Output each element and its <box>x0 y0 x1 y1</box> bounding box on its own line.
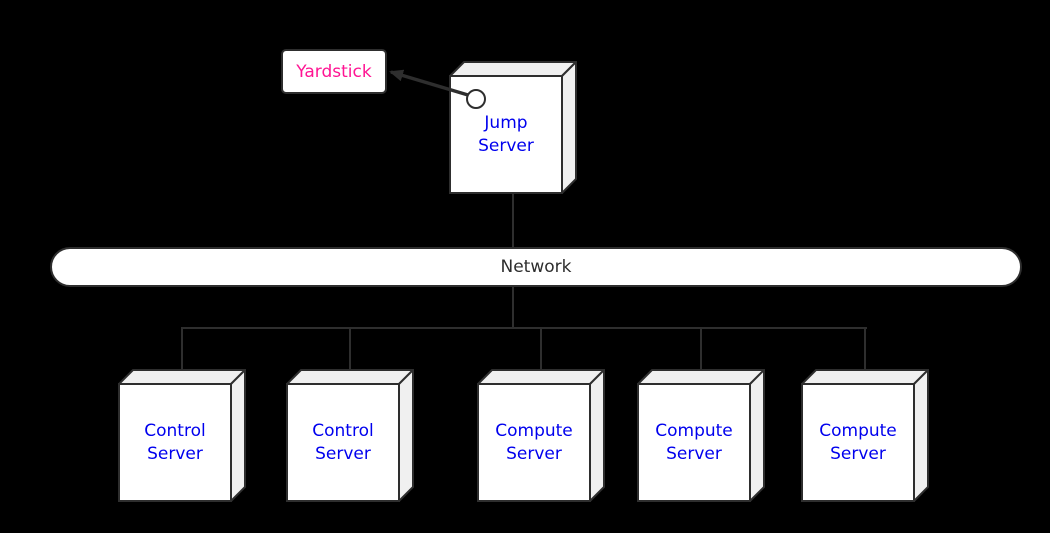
network-label: Network <box>500 257 572 277</box>
cube-right-face <box>398 369 414 502</box>
server-label: Compute Server <box>655 421 733 464</box>
cube-shape <box>801 369 929 502</box>
cube-right-face <box>230 369 246 502</box>
control-server-node-2: Control Server <box>286 369 414 502</box>
port-circle-icon <box>466 89 486 109</box>
cube-shape <box>477 369 605 502</box>
server-label: Control Server <box>312 421 374 464</box>
yardstick-arrow <box>389 69 469 97</box>
cube-top-face <box>477 369 605 385</box>
server-label: Compute Server <box>495 421 573 464</box>
cube-front-face <box>801 383 915 502</box>
cube-top-face <box>637 369 765 385</box>
edge-bus-compute-server-3 <box>864 328 866 372</box>
cube-right-face <box>589 369 605 502</box>
server-label: Control Server <box>144 421 206 464</box>
cube-right-face <box>913 369 929 502</box>
arrow-line <box>389 69 469 97</box>
cube-shape <box>286 369 414 502</box>
cube-top-face <box>801 369 929 385</box>
control-server-node-1: Control Server <box>118 369 246 502</box>
cube-shape <box>637 369 765 502</box>
cube-top-face <box>118 369 246 385</box>
compute-server-node-2: Compute Server <box>637 369 765 502</box>
cube-right-face <box>561 61 577 194</box>
cube-front-face <box>637 383 751 502</box>
edge-bus-compute-server-2 <box>700 328 702 372</box>
cube-top-face <box>286 369 414 385</box>
server-label: Compute Server <box>819 421 897 464</box>
cube-shape <box>118 369 246 502</box>
bus-line <box>181 327 867 329</box>
compute-server-node-3: Compute Server <box>801 369 929 502</box>
cube-front-face <box>118 383 232 502</box>
cube-front-face <box>477 383 591 502</box>
cube-front-face <box>286 383 400 502</box>
edge-bus-control-server-2 <box>349 328 351 372</box>
yardstick-node: Yardstick <box>281 49 387 94</box>
edge-bus-control-server-1 <box>181 328 183 372</box>
network-node: Network <box>50 247 1022 287</box>
jump-server-label: Jump Server <box>478 113 534 156</box>
yardstick-label: Yardstick <box>296 61 372 82</box>
edge-bus-compute-server-1 <box>540 328 542 372</box>
edge-jumpserver-network <box>512 191 514 248</box>
edge-network-bus <box>512 285 514 329</box>
compute-server-node-1: Compute Server <box>477 369 605 502</box>
cube-right-face <box>749 369 765 502</box>
